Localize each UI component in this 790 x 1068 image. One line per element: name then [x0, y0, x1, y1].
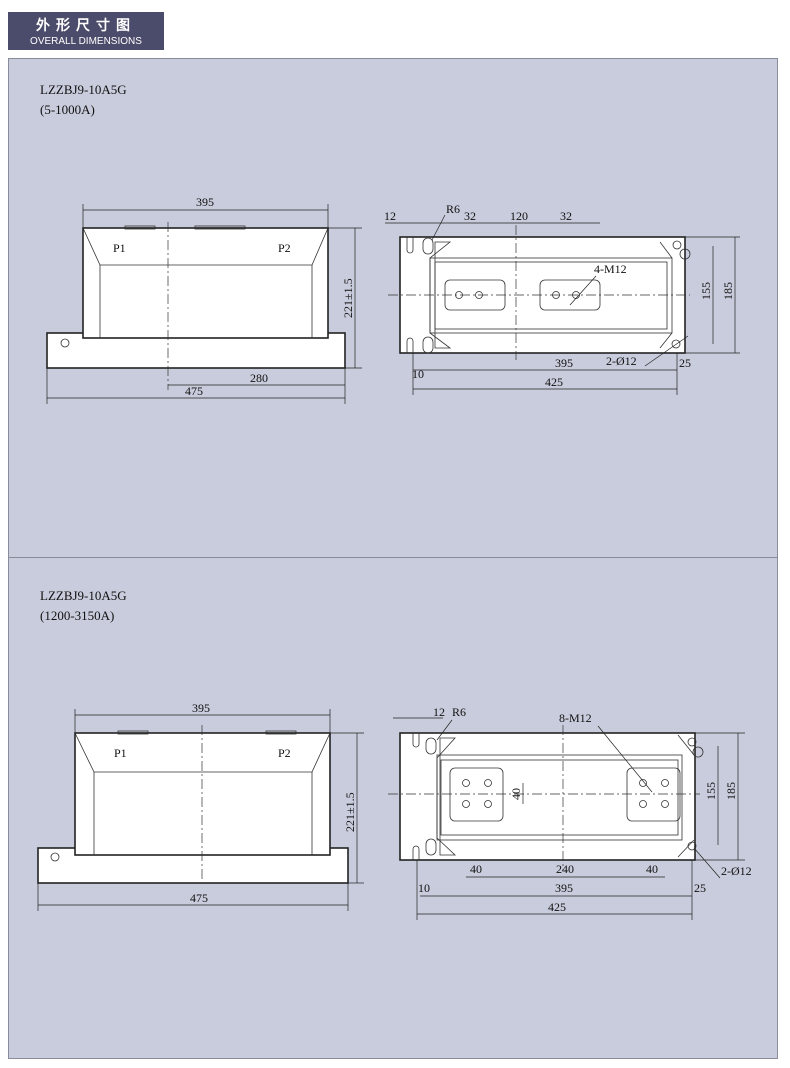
dim-bolt-pitch-vertical: 40 [509, 788, 523, 800]
bolts-callout: 8-M12 [559, 711, 592, 725]
model-label-1: LZZBJ9-10A5G (5-1000A) [40, 80, 127, 120]
dim-base-span: 280 [250, 371, 268, 385]
dim-width: 395 [192, 701, 210, 715]
current-range: (1200-3150A) [40, 608, 115, 623]
dim-bolt-spacing-1: 32 [464, 209, 476, 223]
dim-center-spacing: 240 [556, 862, 574, 876]
dim-total-length: 475 [185, 384, 203, 398]
terminal-p1-label: P1 [114, 746, 127, 760]
dim-total-length: 475 [190, 891, 208, 905]
mount-holes-callout: 2-Ø12 [721, 864, 752, 878]
dim-edge-offset: 10 [412, 367, 424, 381]
dim-overall: 425 [545, 375, 563, 389]
dim-inner-height: 155 [699, 282, 713, 300]
dim-slot-width: 12 [433, 705, 445, 719]
dim-radius: R6 [446, 202, 460, 216]
model-label-2: LZZBJ9-10A5G (1200-3150A) [40, 586, 127, 626]
dim-width: 395 [196, 195, 214, 209]
dim-bolt-spacing-2: 32 [560, 209, 572, 223]
dim-hole-span: 395 [555, 356, 573, 370]
dim-end-offset: 25 [679, 356, 691, 370]
dim-center-spacing: 120 [510, 209, 528, 223]
dim-outer-height: 185 [721, 282, 735, 300]
model-name: LZZBJ9-10A5G [40, 588, 127, 603]
dim-bolt-pitch-left: 40 [470, 862, 482, 876]
side-view-1: P1 P2 395 221±1.5 280 475 [46, 195, 362, 404]
top-view-1: 12 R6 32 120 32 4-M12 155 185 2-Ø12 10 3… [384, 202, 740, 395]
section-header: 外形尺寸图 OVERALL DIMENSIONS [8, 12, 164, 50]
dim-inner-height: 155 [704, 782, 718, 800]
header-title-en: OVERALL DIMENSIONS [30, 36, 142, 47]
current-range: (5-1000A) [40, 102, 95, 117]
dim-height: 221±1.5 [343, 792, 357, 832]
dim-overall: 425 [548, 900, 566, 914]
mount-holes-callout: 2-Ø12 [606, 354, 637, 368]
model-name: LZZBJ9-10A5G [40, 82, 127, 97]
header-title-cn: 外形尺寸图 [36, 17, 136, 33]
top-view-2: 12 R6 8-M12 40 40 240 40 155 185 2-Ø12 1… [388, 705, 752, 920]
dim-height: 221±1.5 [341, 278, 355, 318]
side-view-2: P1 P2 395 221±1.5 475 [37, 701, 364, 911]
dim-slot-width: 12 [384, 209, 396, 223]
dim-bolt-pitch-right: 40 [646, 862, 658, 876]
terminal-p2-label: P2 [278, 241, 291, 255]
dim-outer-height: 185 [724, 782, 738, 800]
dim-end-offset: 25 [694, 881, 706, 895]
dim-radius: R6 [452, 705, 466, 719]
bolts-callout: 4-M12 [594, 262, 627, 276]
terminal-p1-label: P1 [113, 241, 126, 255]
dim-hole-span: 395 [555, 881, 573, 895]
terminal-p2-label: P2 [278, 746, 291, 760]
dim-edge-offset: 10 [418, 881, 430, 895]
